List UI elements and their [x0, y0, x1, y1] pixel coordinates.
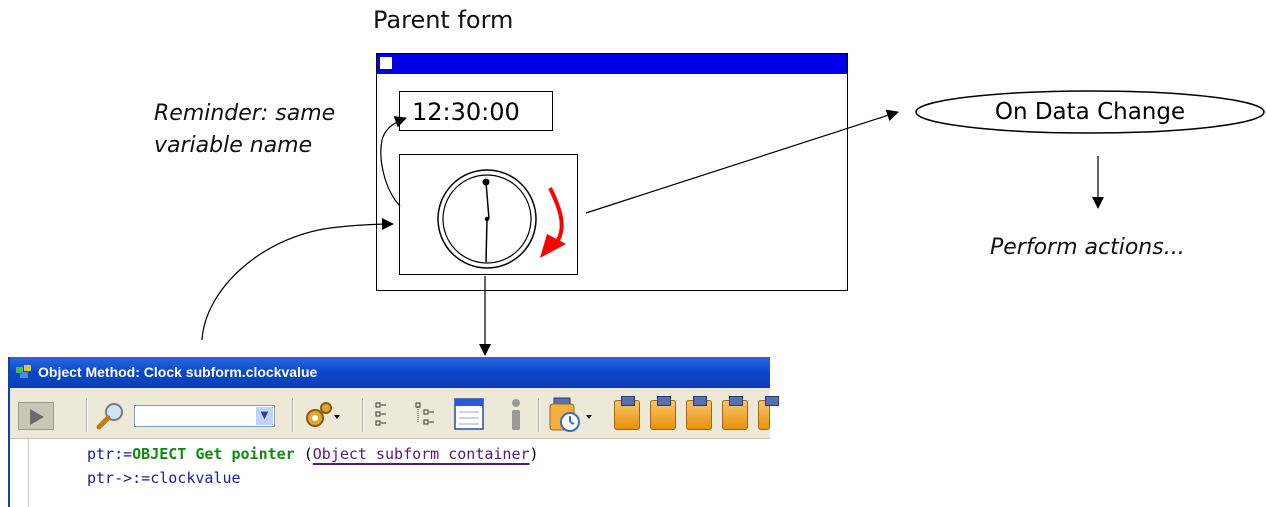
- reminder-note-line-1: Reminder: same: [154, 101, 336, 126]
- code-operator: ->:=: [114, 469, 151, 487]
- code-variable: ptr: [87, 445, 115, 463]
- perform-actions-label: Perform actions...: [990, 235, 1185, 260]
- paste-icon[interactable]: [722, 396, 748, 430]
- code-constant: Object subform container: [312, 445, 530, 463]
- code-open-paren: (: [303, 445, 313, 463]
- clock-rotation-arrow-icon: [540, 187, 566, 258]
- toolbar-separator: [362, 398, 364, 432]
- code-editor[interactable]: ptr:=OBJECT Get pointer (Object subform …: [10, 439, 770, 507]
- paste-icon[interactable]: [614, 396, 640, 430]
- chevron-down-icon[interactable]: ▼: [256, 407, 273, 425]
- window-control-icon: [380, 57, 392, 69]
- object-method-window: Object Method: Clock subform.clockvalue …: [8, 357, 779, 507]
- code-value: clockvalue: [150, 469, 241, 487]
- on-data-change-label: On Data Change: [994, 99, 1186, 125]
- clock-icon: [437, 169, 537, 269]
- list-view-icon[interactable]: [454, 398, 484, 430]
- reminder-note-line-2: variable name: [154, 133, 313, 158]
- parent-form-label: Parent form: [373, 6, 514, 34]
- tree-expand-icon[interactable]: [414, 402, 438, 428]
- paste-icon[interactable]: [758, 396, 779, 430]
- paste-icon[interactable]: [686, 396, 712, 430]
- parent-form-titlebar: [377, 54, 847, 74]
- timer-icon[interactable]: [548, 396, 594, 434]
- code-close-paren: ): [529, 445, 539, 463]
- run-icon[interactable]: [18, 402, 54, 430]
- search-combo-box[interactable]: ▼: [134, 405, 275, 427]
- toolbar-separator: [86, 398, 88, 432]
- reminder-note: Reminder: same variable name: [154, 98, 335, 162]
- paste-icon[interactable]: [650, 396, 676, 430]
- code-command: OBJECT Get pointer: [132, 445, 295, 463]
- code-variable: ptr: [87, 469, 115, 487]
- code-operator: :=: [114, 445, 133, 463]
- code-line[interactable]: ptr:=OBJECT Get pointer (Object subform …: [87, 445, 539, 463]
- method-window-title: Object Method: Clock subform.clockvalue: [38, 364, 318, 380]
- toolbar-separator: [538, 398, 540, 432]
- info-icon[interactable]: [504, 398, 528, 432]
- method-window-titlebar: Object Method: Clock subform.clockvalue: [10, 357, 770, 388]
- gear-icon[interactable]: [302, 400, 342, 430]
- toolbar-separator: [292, 398, 294, 432]
- search-icon[interactable]: [94, 400, 126, 432]
- code-gutter: [28, 439, 29, 507]
- event-ellipse: [915, 90, 1265, 134]
- code-line[interactable]: ptr->:=clockvalue: [87, 469, 241, 487]
- method-toolbar: ▼: [10, 388, 779, 439]
- time-variable-field: 12:30:00: [399, 91, 553, 131]
- method-window-icon: [16, 365, 31, 378]
- tree-collapse-icon[interactable]: [374, 402, 394, 428]
